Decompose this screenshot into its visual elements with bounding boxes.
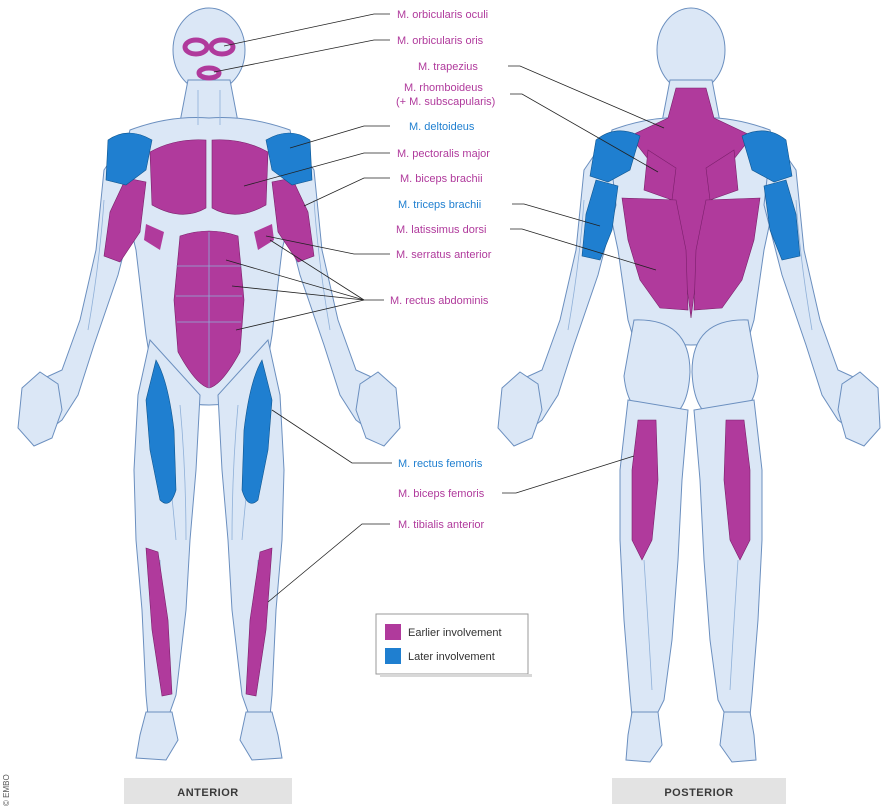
label-orbicularis-oculi: M. orbicularis oculi [397,9,488,21]
label-pectoralis-major: M. pectoralis major [397,148,490,160]
anterior-foot-left [135,711,179,761]
tibialis-anterior-right [245,547,273,697]
legend-later-swatch [385,648,401,664]
posterior-foot-right [719,711,757,763]
anterior-late-muscles [105,132,313,504]
pectoralis-major-right [211,139,269,215]
tibialis-anterior-left [145,547,173,697]
posterior-label: POSTERIOR [664,787,733,799]
credit: © EMBO [2,774,11,806]
deltoideus-posterior-left [589,130,641,183]
label-rhomboideus: M. rhomboideus [404,82,483,94]
deltoideus-posterior-right [741,130,793,183]
anterior-figure [17,7,401,761]
anterior-label: ANTERIOR [177,787,238,799]
rectus-femoris-left [145,359,177,504]
biceps-brachii-right [271,177,315,263]
posterior-hand-right [837,371,881,447]
posterior-head [656,7,726,93]
posterior-hand-left [497,371,543,447]
orbicularis-oris [196,65,222,81]
legend-earlier-label: Earlier involvement [408,627,502,639]
orbicularis-oculi-right [208,37,236,57]
biceps-brachii-left [103,177,147,263]
pectoralis-major-left [149,139,207,215]
label-biceps-brachii: M. biceps brachii [400,173,483,185]
label-latissimus-dorsi: M. latissimus dorsi [396,224,486,236]
label-rectus-abdominis: M. rectus abdominis [390,295,489,307]
muscle-labels: M. orbicularis oculi M. orbicularis oris… [390,9,495,531]
label-orbicularis-oris: M. orbicularis oris [397,35,484,47]
serratus-anterior-left [144,224,164,250]
posterior-figure [497,7,881,763]
label-biceps-femoris: M. biceps femoris [398,488,485,500]
latissimus-dorsi-left [621,197,689,311]
label-subscapularis: (+ M. subscapularis) [396,96,495,108]
anterior-early-muscles [103,37,315,697]
serratus-anterior-right [254,224,274,250]
posterior-striations [567,199,813,691]
anterior-hand-right [355,371,401,447]
biceps-femoris-left [631,419,659,561]
anterior-foot-right [239,711,283,761]
deltoideus-anterior-left [105,132,153,186]
orbicularis-oculi-left [182,37,210,57]
latissimus-dorsi-right [693,197,761,311]
label-deltoideus: M. deltoideus [409,121,475,133]
anterior-hand-left [17,371,63,447]
leader-lines [213,13,665,603]
label-tibialis-anterior: M. tibialis anterior [398,519,485,531]
rectus-femoris-right [241,359,273,504]
triceps-brachii-right [763,179,801,261]
view-labels: ANTERIOR POSTERIOR [124,778,786,804]
label-serratus-anterior: M. serratus anterior [396,249,492,261]
legend: Earlier involvement Later involvement [375,613,532,677]
anterior-label-bar [124,778,292,804]
legend-box [375,613,529,675]
legend-shadow [380,674,532,677]
posterior-early-muscles [621,87,761,561]
posterior-label-bar [612,778,786,804]
posterior-late-muscles [581,130,801,261]
anterior-neck [179,79,239,123]
biceps-femoris-right [723,419,751,561]
label-triceps-brachii: M. triceps brachii [398,199,481,211]
label-trapezius: M. trapezius [418,61,478,73]
legend-earlier-swatch [385,624,401,640]
posterior-foot-left [625,711,663,763]
legend-later-label: Later involvement [408,651,495,663]
deltoideus-anterior-right [265,132,313,186]
triceps-brachii-left [581,179,619,261]
label-rectus-femoris: M. rectus femoris [398,458,483,470]
